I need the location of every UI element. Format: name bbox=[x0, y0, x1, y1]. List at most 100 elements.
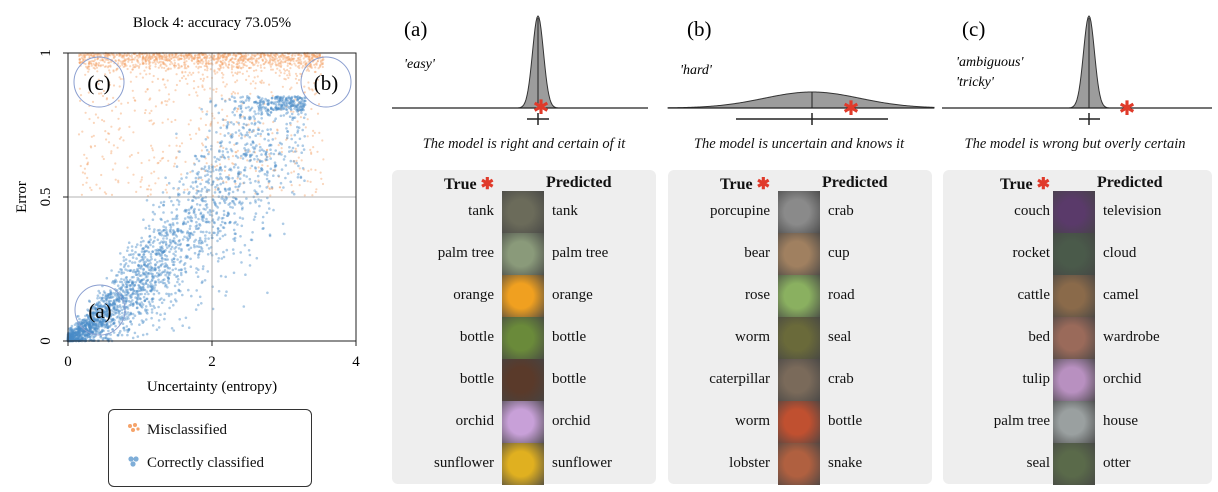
misclassified-point bbox=[271, 187, 274, 190]
misclassified-point bbox=[277, 63, 280, 66]
misclassified-point bbox=[123, 62, 126, 66]
misclassified-point bbox=[153, 59, 156, 62]
correct-point bbox=[178, 318, 181, 321]
misclassified-point bbox=[100, 92, 103, 95]
misclassified-point bbox=[242, 59, 245, 62]
misclassified-point bbox=[297, 156, 300, 159]
correct-point bbox=[242, 168, 246, 172]
correct-point bbox=[89, 320, 92, 323]
correct-point bbox=[211, 209, 215, 213]
correct-point bbox=[191, 199, 195, 202]
misclassified-point bbox=[173, 66, 176, 69]
correct-point bbox=[119, 263, 123, 266]
correct-point bbox=[220, 197, 223, 200]
misclassified-point bbox=[216, 186, 220, 189]
misclassified-point bbox=[232, 163, 235, 166]
misclassified-point bbox=[83, 56, 86, 59]
correct-point bbox=[143, 288, 147, 292]
misclassified-point bbox=[178, 66, 181, 69]
dist-label-c: (c) bbox=[962, 17, 985, 41]
misclassified-point bbox=[261, 58, 264, 62]
misclassified-point bbox=[141, 58, 144, 61]
example-thumbnail bbox=[1053, 191, 1095, 233]
misclassified-point bbox=[320, 62, 323, 65]
correct-point bbox=[300, 105, 304, 108]
correct-point bbox=[188, 234, 192, 238]
correct-point bbox=[163, 270, 166, 274]
misclassified-point bbox=[287, 56, 290, 59]
correct-point bbox=[127, 313, 131, 317]
misclassified-point bbox=[237, 66, 240, 69]
misclassified-point bbox=[298, 62, 301, 65]
misclassified-point bbox=[152, 74, 155, 78]
correct-point bbox=[134, 250, 137, 254]
misclassified-point bbox=[187, 65, 190, 68]
correct-point bbox=[253, 157, 256, 161]
correct-point bbox=[296, 110, 299, 113]
misclassified-point bbox=[197, 56, 200, 59]
misclassified-point bbox=[251, 54, 254, 57]
correct-point bbox=[145, 311, 148, 314]
correct-point bbox=[148, 284, 152, 288]
misclassified-point bbox=[279, 186, 282, 189]
correct-point bbox=[80, 321, 84, 324]
misclassified-point bbox=[140, 161, 143, 165]
correct-point bbox=[140, 250, 144, 253]
correct-point bbox=[134, 245, 138, 249]
misclassified-point bbox=[254, 192, 257, 195]
correct-point bbox=[89, 322, 92, 326]
correct-point bbox=[257, 180, 260, 184]
misclassified-point bbox=[94, 53, 98, 56]
misclassified-point bbox=[174, 53, 177, 56]
misclassified-point bbox=[192, 57, 195, 60]
correct-point bbox=[157, 252, 161, 256]
misclassified-point bbox=[79, 99, 82, 102]
misclassified-point bbox=[106, 66, 110, 69]
correct-point bbox=[162, 225, 165, 228]
misclassified-point bbox=[142, 62, 145, 65]
misclassified-point bbox=[199, 77, 202, 81]
correct-point bbox=[172, 303, 175, 307]
correct-point bbox=[108, 314, 112, 318]
misclassified-point bbox=[302, 61, 305, 64]
correct-point bbox=[160, 233, 164, 237]
correct-point bbox=[221, 181, 225, 185]
correct-point bbox=[261, 102, 265, 106]
correct-point bbox=[234, 142, 238, 145]
misclassified-point bbox=[107, 132, 110, 135]
correct-point bbox=[204, 145, 208, 149]
ytick-label-05: 0.5 bbox=[38, 188, 54, 207]
misclassified-point bbox=[225, 181, 228, 184]
correct-point bbox=[84, 319, 88, 323]
misclassified-point bbox=[243, 57, 246, 60]
correct-point bbox=[169, 240, 172, 244]
misclassified-point bbox=[298, 64, 301, 67]
misclassified-point bbox=[250, 58, 253, 61]
misclassified-point bbox=[201, 142, 204, 145]
misclassified-point bbox=[255, 59, 259, 63]
misclassified-point bbox=[108, 71, 112, 74]
correct-point bbox=[195, 271, 198, 274]
misclassified-point bbox=[119, 112, 122, 115]
misclassified-point bbox=[214, 188, 217, 191]
misclassified-point bbox=[137, 56, 140, 59]
true-label: caterpillar bbox=[709, 371, 770, 387]
correct-point bbox=[219, 229, 222, 233]
misclassified-point bbox=[215, 61, 218, 64]
correct-point bbox=[109, 337, 112, 341]
correct-point bbox=[167, 181, 171, 185]
misclassified-point bbox=[93, 67, 97, 70]
correct-point bbox=[99, 318, 102, 321]
correct-point bbox=[155, 289, 159, 293]
correct-point bbox=[196, 275, 200, 279]
misclassified-point bbox=[97, 63, 100, 67]
correct-point bbox=[159, 217, 162, 221]
correct-point bbox=[106, 294, 110, 298]
correct-point bbox=[107, 303, 111, 307]
misclassified-point bbox=[157, 177, 160, 180]
correct-point bbox=[147, 262, 150, 266]
correct-point bbox=[286, 130, 289, 133]
correct-point bbox=[174, 242, 178, 245]
